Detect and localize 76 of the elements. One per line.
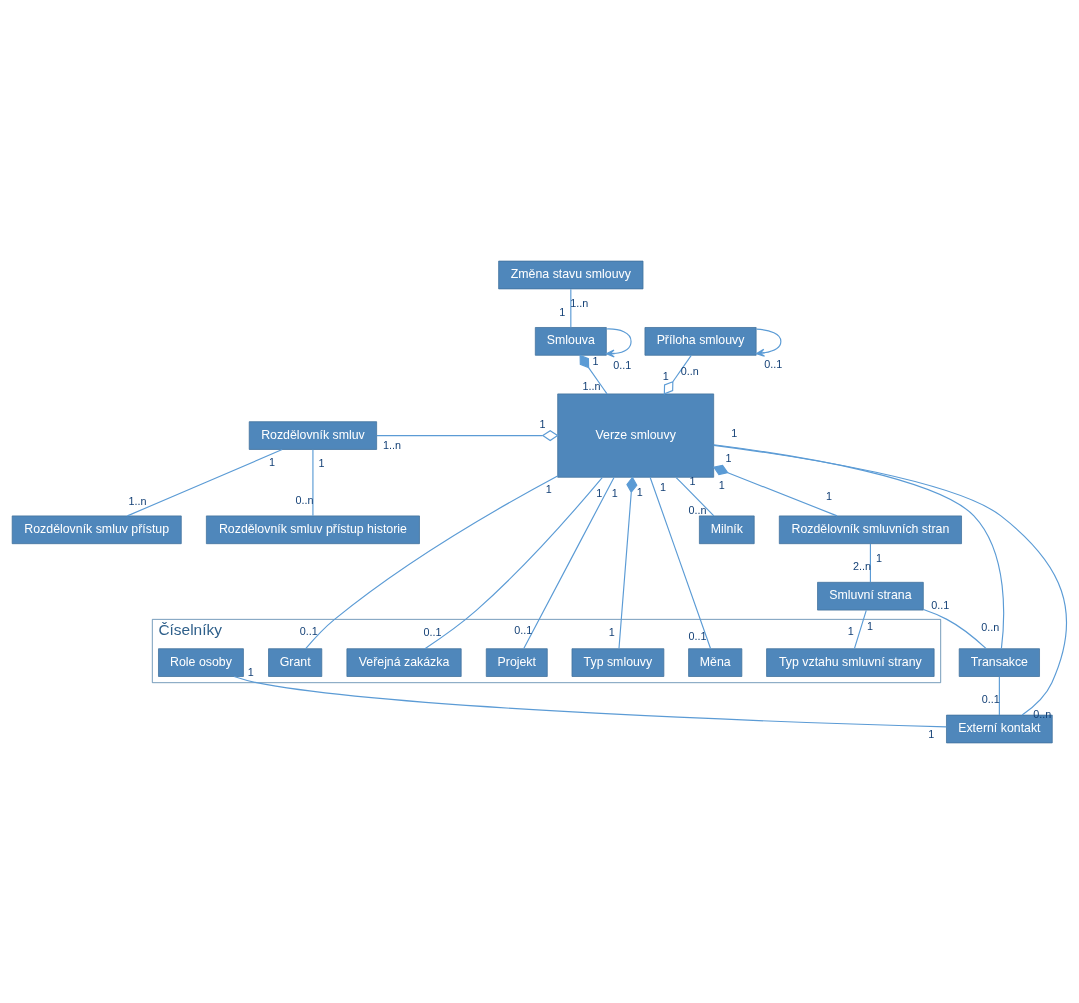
connector <box>424 476 603 649</box>
label: 0..1 <box>764 357 783 370</box>
node-box: Typ smlouvy <box>571 647 665 677</box>
connector <box>998 675 1000 716</box>
label: 1..n <box>383 438 402 451</box>
label: 1 <box>725 451 732 464</box>
node-box: Změna stavu smlouvy <box>498 260 644 289</box>
label: 0..n <box>680 364 699 377</box>
label: 1 <box>636 485 643 498</box>
connector <box>233 675 947 727</box>
label: 0..1 <box>688 629 707 642</box>
node-box: Projekt <box>485 647 548 677</box>
node-box: Transakce <box>958 647 1040 677</box>
node-box: Verze smlouvy <box>557 393 715 478</box>
label: 1 <box>269 455 276 468</box>
node-box: Měna <box>688 647 743 677</box>
label: 1 <box>731 426 738 439</box>
arrow <box>755 328 782 357</box>
connector <box>853 609 867 649</box>
label: 1 <box>928 727 935 740</box>
node-box: Milník <box>699 515 755 544</box>
label: 1 <box>559 305 566 318</box>
node-box: Typ vztahu smluvní strany <box>766 647 935 677</box>
label: 1..n <box>128 494 147 507</box>
connector <box>663 354 692 395</box>
node-box: Rozdělovník smluv přístup <box>11 515 182 544</box>
connector <box>713 443 1005 649</box>
connector <box>312 448 314 516</box>
node-box: Rozdělovník smluv <box>248 420 377 450</box>
node-box: Smlouva <box>534 326 607 356</box>
label: 1 <box>662 369 669 382</box>
connector <box>579 354 608 394</box>
label: 1 <box>847 624 854 637</box>
label: 1 <box>826 489 833 502</box>
connector <box>869 542 871 583</box>
label: 1 <box>608 625 615 638</box>
label: 1 <box>247 665 254 678</box>
node-box: Rozdělovník smluv přístup historie <box>206 515 420 544</box>
connector <box>570 288 572 328</box>
label: 1 <box>867 619 874 632</box>
node-box: Role osoby <box>158 647 244 677</box>
connector <box>675 476 715 516</box>
connector <box>126 448 283 516</box>
connector <box>712 464 838 516</box>
label: 1 <box>660 480 667 493</box>
label: 1..n <box>582 379 601 392</box>
label: 1 <box>592 354 599 367</box>
label: 1 <box>596 486 603 499</box>
connector <box>305 474 559 649</box>
connector <box>649 476 712 649</box>
label: 0..1 <box>931 598 950 611</box>
label: 0..n <box>981 620 1000 633</box>
label: 1..n <box>570 296 589 309</box>
label: 0..1 <box>514 623 533 636</box>
connector <box>523 476 615 649</box>
label: 1 <box>718 478 725 490</box>
label: 1 <box>539 417 546 430</box>
connector <box>713 444 1068 716</box>
connector <box>922 608 987 649</box>
label: 1 <box>545 482 552 495</box>
connector <box>618 475 638 649</box>
node-box: Rozdělovník smluvních stran <box>778 515 962 544</box>
label: 0..n <box>295 493 314 506</box>
connector <box>376 429 559 441</box>
label: 1 <box>318 456 325 469</box>
node-box: Veřejná zakázka <box>346 647 462 677</box>
label: 0..1 <box>423 625 442 638</box>
label: 0..n <box>688 503 707 516</box>
label: 0..1 <box>613 358 632 371</box>
node-box: Příloha smlouvy <box>644 326 757 356</box>
node-box: Smluvní strana <box>817 581 924 610</box>
arrow <box>605 327 632 358</box>
label: 0..1 <box>299 624 318 637</box>
label: 1 <box>875 551 882 564</box>
node-box: Grant <box>268 647 323 677</box>
label: 1 <box>611 486 618 499</box>
